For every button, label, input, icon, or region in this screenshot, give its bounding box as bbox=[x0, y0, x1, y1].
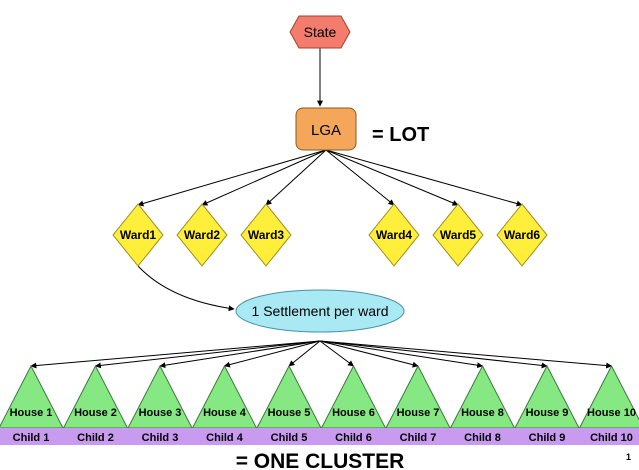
edge-settlement-house bbox=[319, 340, 354, 367]
edge-settlement-house bbox=[159, 340, 321, 369]
child-label: Child 2 bbox=[77, 432, 114, 444]
ward-node bbox=[112, 203, 164, 267]
ward-node bbox=[368, 203, 420, 267]
edge-settlement-house bbox=[223, 340, 321, 368]
children-bar bbox=[0, 428, 639, 445]
child-label: Child 6 bbox=[335, 432, 372, 444]
edge-lga-ward bbox=[325, 149, 459, 206]
edge-lga-ward bbox=[137, 149, 327, 207]
state-label: State bbox=[304, 24, 337, 40]
houses: House 1 House 2 House 3 House 4 House 5 House… bbox=[0, 364, 639, 429]
ward-node bbox=[240, 203, 292, 267]
house-label: House 6 bbox=[332, 407, 375, 419]
ward-label: Ward1 bbox=[120, 228, 157, 242]
children: Child 1 Child 2 Child 3 Child 4 Child 5 Child… bbox=[13, 432, 633, 444]
child-label: Child 9 bbox=[529, 432, 566, 444]
edge-lga-ward bbox=[325, 149, 395, 206]
edge-settlement-house bbox=[319, 340, 613, 369]
lga-label: LGA bbox=[311, 122, 341, 139]
ward-label: Ward2 bbox=[184, 228, 221, 242]
ward-label: Ward6 bbox=[504, 228, 541, 242]
child-label: Child 5 bbox=[271, 432, 308, 444]
ward-label: Ward4 bbox=[376, 228, 413, 242]
edge-lga-ward bbox=[201, 149, 327, 206]
child-label: Child 10 bbox=[590, 432, 633, 444]
edges bbox=[30, 48, 613, 369]
house-label: House 8 bbox=[461, 407, 504, 419]
page-mark: 1 bbox=[626, 452, 631, 462]
settlement-node bbox=[235, 289, 405, 333]
edge-settlement-house bbox=[30, 340, 321, 369]
settlement-label: 1 Settlement per ward bbox=[252, 303, 389, 319]
child-label: Child 3 bbox=[142, 432, 179, 444]
wards: Ward1 Ward2 Ward3 Ward4 Ward5 Ward6 bbox=[112, 203, 548, 267]
house-label: House 9 bbox=[526, 407, 569, 419]
house-label: House 10 bbox=[587, 407, 636, 419]
house-label: House 7 bbox=[397, 407, 440, 419]
edge-settlement-house bbox=[288, 340, 321, 367]
edge-settlement-house bbox=[94, 340, 321, 369]
ward-node bbox=[176, 203, 228, 267]
child-label: Child 1 bbox=[13, 432, 50, 444]
state-node bbox=[289, 15, 351, 49]
lot-annotation: = LOT bbox=[372, 124, 429, 146]
edge-lga-ward bbox=[325, 149, 523, 207]
ward-node bbox=[432, 203, 484, 267]
ward-node bbox=[496, 203, 548, 267]
child-label: Child 4 bbox=[206, 432, 244, 444]
cluster-annotation: = ONE CLUSTER bbox=[236, 450, 405, 470]
ward-label: Ward5 bbox=[440, 228, 477, 242]
child-label: Child 7 bbox=[400, 432, 437, 444]
house-label: House 1 bbox=[10, 407, 53, 419]
house-label: House 3 bbox=[139, 407, 182, 419]
house-label: House 5 bbox=[268, 407, 311, 419]
edge-lga-ward bbox=[265, 149, 327, 206]
ward-label: Ward3 bbox=[248, 228, 285, 242]
house-label: House 4 bbox=[203, 407, 247, 419]
edge-ward1-settlement bbox=[137, 265, 235, 312]
edge-settlement-house bbox=[319, 340, 484, 369]
house-label: House 2 bbox=[74, 407, 117, 419]
edge-settlement-house bbox=[319, 340, 548, 369]
child-label: Child 8 bbox=[464, 432, 501, 444]
lga-node bbox=[295, 107, 357, 151]
edge-settlement-house bbox=[319, 340, 419, 368]
